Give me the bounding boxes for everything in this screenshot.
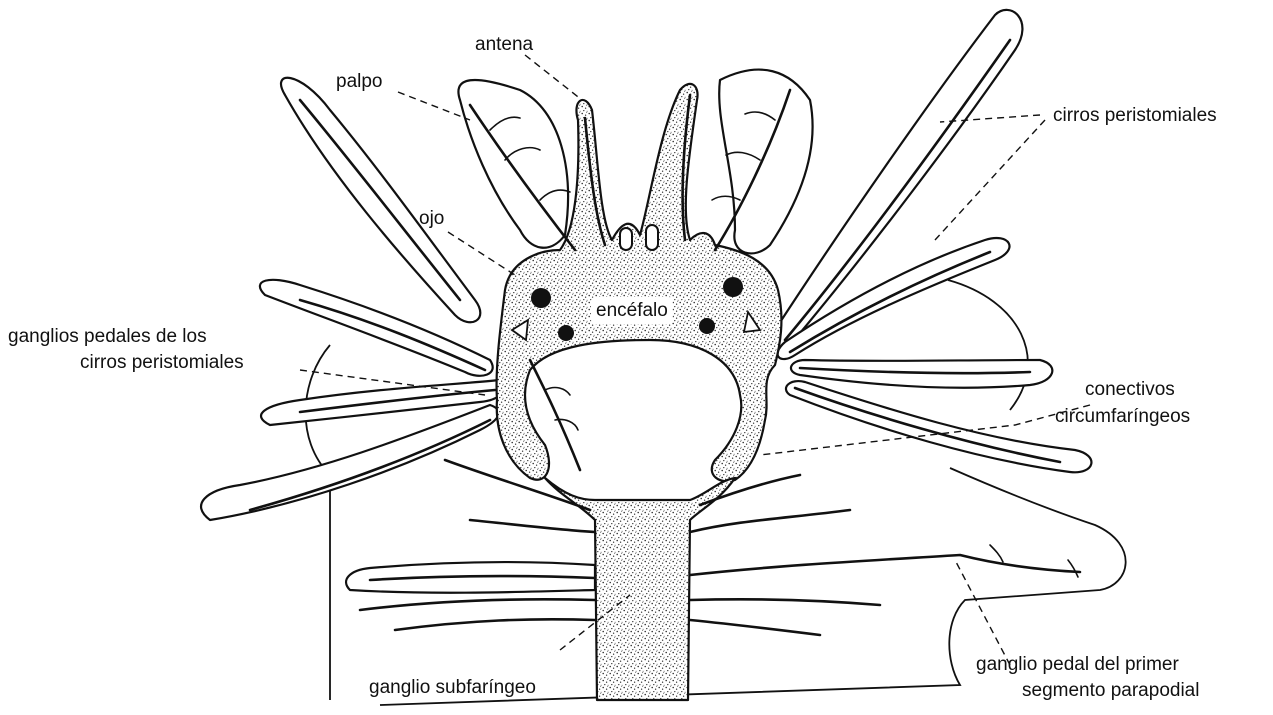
eye-right-lower (699, 318, 715, 334)
label-ganglios-pedales-line1: ganglios pedales de los (8, 326, 207, 347)
label-cirros-peristomiales: cirros peristomiales (1053, 105, 1217, 126)
label-ojo: ojo (419, 208, 444, 229)
left-parapodial-nerves (346, 460, 595, 630)
label-antena: antena (475, 34, 534, 55)
label-encefalo: encéfalo (596, 300, 668, 321)
left-peristomial-cirri (201, 78, 504, 520)
eye-left-upper (531, 288, 551, 308)
label-ganglios-pedales-line2: cirros peristomiales (80, 352, 244, 373)
eye-right-upper (723, 277, 743, 297)
right-peristomial-cirri (771, 10, 1091, 472)
label-ganglio-pedal-line2: segmento parapodial (1022, 680, 1199, 701)
label-conectivos-line2: circumfaríngeos (1055, 406, 1190, 427)
right-parapodial-nerves (690, 475, 1080, 635)
eye-left-lower (558, 325, 574, 341)
label-conectivos-line1: conectivos (1085, 379, 1175, 400)
label-ganglio-subfaringeo: ganglio subfaríngeo (369, 677, 536, 698)
label-ganglio-pedal-line1: ganglio pedal del primer (976, 654, 1179, 675)
label-palpo: palpo (336, 71, 383, 92)
palps (458, 70, 812, 254)
